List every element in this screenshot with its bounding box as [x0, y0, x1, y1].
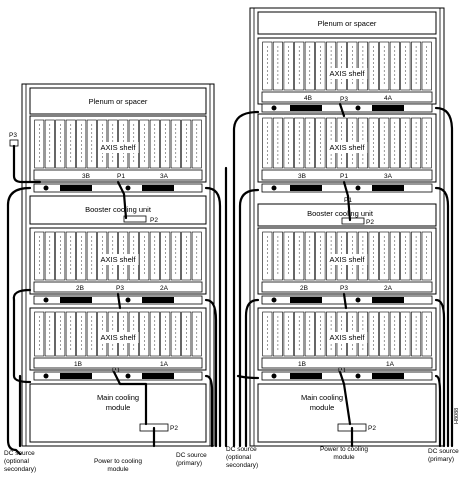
- left-shelf-3: AXIS shelf 3B 3A P1: [29, 115, 207, 183]
- right-rack-frame: [249, 7, 445, 447]
- label-backdrop: [98, 332, 139, 343]
- right-plenum-label: Plenum or spacer: [318, 19, 377, 28]
- left-shelf-2-connector: P3: [116, 285, 124, 292]
- left-booster-connector: P2: [150, 217, 158, 224]
- left-dc-primary-2: (primary): [176, 460, 202, 467]
- right-power-cooling-2: module: [333, 454, 355, 461]
- right-shelf-4-power-strip: [261, 103, 433, 113]
- right-shelf-1-name: AXIS shelf: [329, 333, 365, 342]
- left-shelf-3-connector: P1: [117, 173, 125, 180]
- left-dc-secondary-3: secondary): [4, 466, 36, 473]
- right-shelf-2-slot-a: 2A: [384, 285, 393, 292]
- right-dc-secondary-2: (optional: [226, 454, 251, 461]
- left-main-cooling-module: Main cooling module P2: [29, 383, 207, 443]
- left-booster-label: Booster cooling unit: [85, 205, 152, 214]
- left-p3-label: P3: [9, 132, 17, 139]
- left-dc-secondary-2: (optional: [4, 458, 29, 465]
- left-plenum-label: Plenum or spacer: [89, 97, 148, 106]
- right-booster-label: Booster cooling unit: [307, 209, 374, 218]
- shelf-card-slots: [262, 41, 432, 94]
- right-shelf-4-name: AXIS shelf: [329, 69, 365, 78]
- right-rack: Plenum or spacer AXIS shelf 4B 4A P3 AXI…: [226, 7, 460, 469]
- right-shelf-4: AXIS shelf 4B 4A P3: [257, 37, 437, 105]
- right-main-cooling-label-1: Main cooling: [301, 393, 343, 402]
- left-rack: Plenum or spacer AXIS shelf 3B 3A P1 Boo…: [4, 83, 228, 473]
- left-shelf-1-slot-b: 1B: [74, 361, 82, 368]
- left-shelf-1-name: AXIS shelf: [100, 333, 136, 342]
- right-shelf-1-slot-b: 1B: [298, 361, 306, 368]
- right-main-cooling-connector: P2: [368, 425, 376, 432]
- right-shelf-2-connector: P3: [340, 285, 348, 292]
- right-shelf-4-connector: P3: [340, 96, 348, 103]
- label-backdrop: [327, 142, 368, 153]
- right-shelf-2-name: AXIS shelf: [329, 255, 365, 264]
- left-cables: [6, 144, 228, 456]
- right-booster-unit: Booster cooling unit P2: [257, 203, 437, 227]
- right-shelf-3-name: AXIS shelf: [329, 143, 365, 152]
- left-shelf-3-power-strip: [33, 183, 203, 193]
- left-shelf-2-name: AXIS shelf: [100, 255, 136, 264]
- left-dc-secondary-1: DC source: [4, 450, 35, 457]
- right-shelf-4-slot-a: 4A: [384, 95, 393, 102]
- right-shelf-1-slot-a: 1A: [386, 361, 395, 368]
- right-shelf-2-power-strip: [261, 295, 433, 305]
- left-shelf-2-slot-b: 2B: [76, 285, 84, 292]
- right-shelf-1: AXIS shelf 1B 1A: [257, 307, 437, 371]
- left-shelf-2: AXIS shelf 2B 2A P3: [29, 227, 207, 295]
- right-shelf-1-connector: P1: [338, 367, 346, 374]
- left-dc-primary-1: DC source: [176, 452, 207, 459]
- right-shelf-4-slot-b: 4B: [304, 95, 312, 102]
- label-backdrop: [98, 142, 139, 153]
- left-shelf-1-slot-a: 1A: [160, 361, 169, 368]
- left-power-cooling-2: module: [107, 466, 129, 473]
- right-cables: [232, 102, 454, 448]
- label-backdrop: [327, 254, 368, 265]
- left-shelf-1: AXIS shelf 1B 1A: [29, 307, 207, 371]
- label-backdrop: [327, 68, 368, 79]
- right-shelf-3-connector: P1: [340, 173, 348, 180]
- left-shelf-3-name: AXIS shelf: [100, 143, 136, 152]
- right-main-cooling-label-2: module: [310, 403, 335, 412]
- figure-id: H8088: [454, 408, 460, 424]
- left-plenum: Plenum or spacer: [29, 87, 207, 115]
- left-main-cooling-connector: P2: [170, 425, 178, 432]
- left-shelf-1-connector: P1: [112, 367, 120, 374]
- right-main-cooling-module: Main cooling module P2: [257, 383, 437, 443]
- right-shelf-3-slot-a: 3A: [384, 173, 393, 180]
- right-shelf-1-power-strip: [261, 371, 433, 381]
- right-dc-secondary-1: DC source: [226, 446, 257, 453]
- left-main-cooling-label-2: module: [106, 403, 131, 412]
- right-dc-secondary-3: secondary): [226, 462, 258, 469]
- left-rack-frame: [21, 83, 215, 447]
- label-backdrop: [327, 332, 368, 343]
- right-plenum: Plenum or spacer: [257, 11, 437, 35]
- left-main-cooling-label-1: Main cooling: [97, 393, 139, 402]
- left-shelf-3-slot-a: 3A: [160, 173, 169, 180]
- right-dc-primary-1: DC source: [428, 448, 459, 455]
- right-booster-connector: P2: [366, 219, 374, 226]
- left-shelf-3-slot-b: 3B: [82, 173, 90, 180]
- right-shelf-3: AXIS shelf 3B 3A P1: [257, 113, 437, 183]
- left-shelf-2-slot-a: 2A: [160, 285, 169, 292]
- right-shelf-3-slot-b: 3B: [298, 173, 306, 180]
- right-power-cooling-1: Power to cooling: [320, 446, 368, 453]
- right-dc-primary-2: (primary): [428, 456, 454, 463]
- right-shelf-2: AXIS shelf 2B 2A P3: [257, 227, 437, 295]
- right-shelf-2-slot-b: 2B: [300, 285, 308, 292]
- left-power-cooling-1: Power to cooling: [94, 458, 142, 465]
- left-booster-unit: Booster cooling unit P2: [29, 195, 207, 225]
- label-backdrop: [98, 254, 139, 265]
